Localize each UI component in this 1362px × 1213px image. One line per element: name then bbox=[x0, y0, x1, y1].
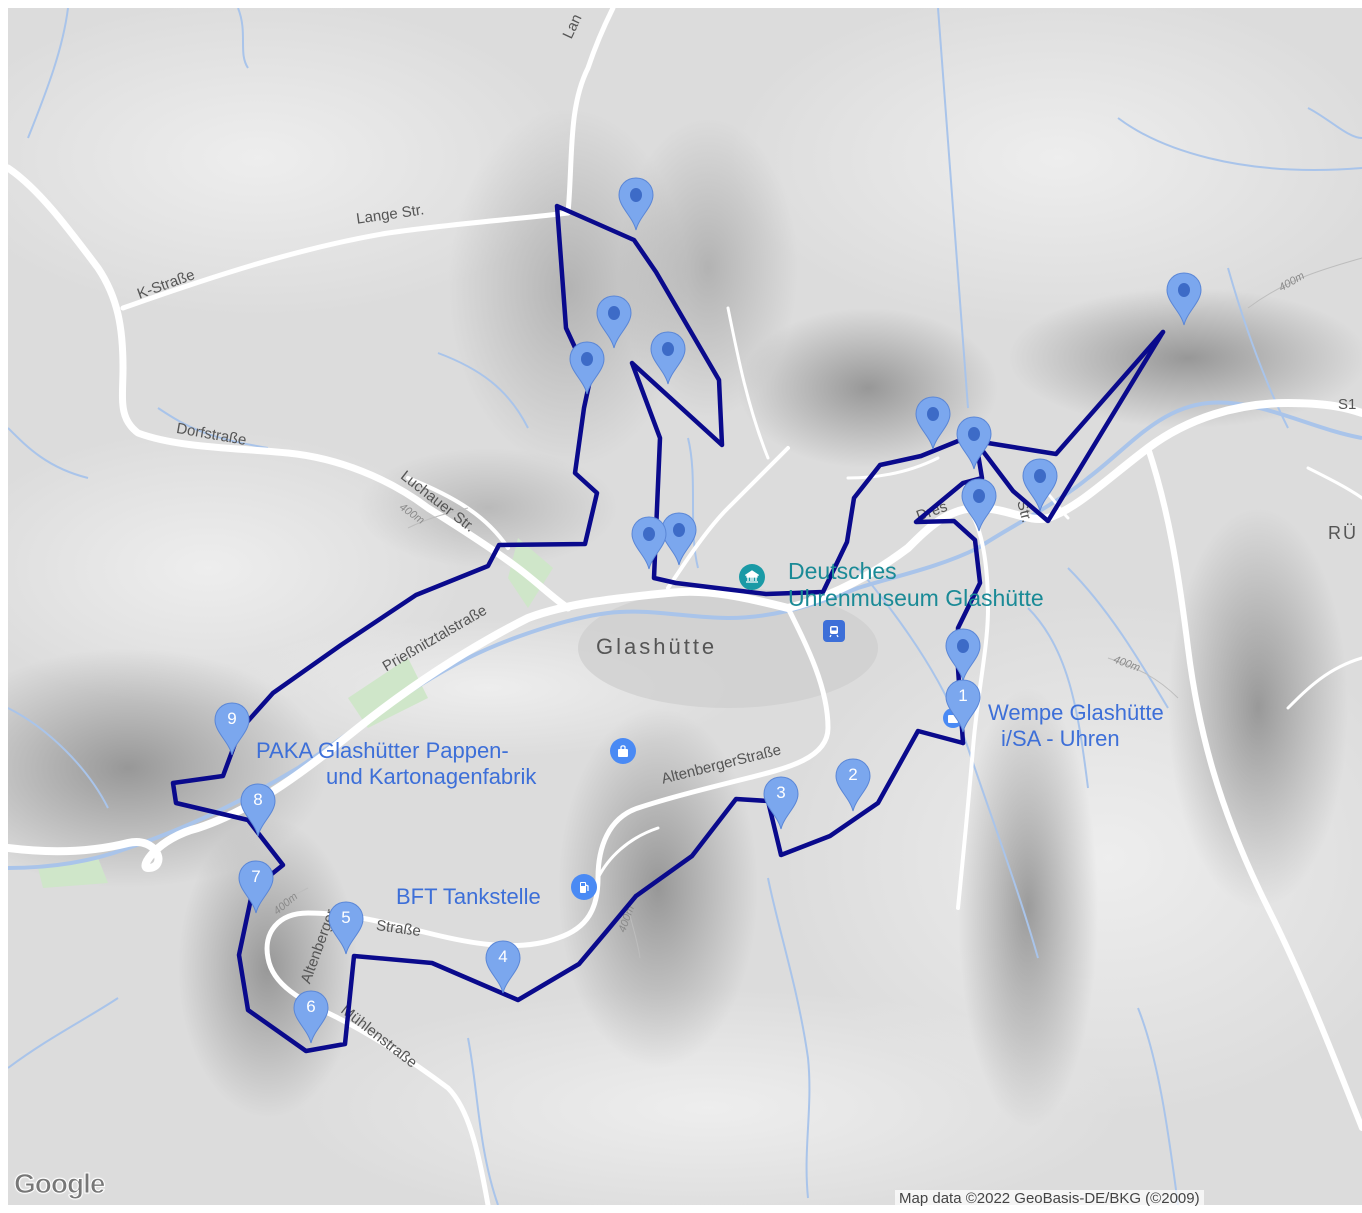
map-pin-icon bbox=[835, 758, 871, 812]
map-attribution[interactable]: Map data ©2022 GeoBasis-DE/BKG (©2009) bbox=[895, 1190, 1204, 1207]
route-marker-8[interactable]: 8 bbox=[240, 783, 276, 837]
map-pin-icon bbox=[618, 177, 654, 231]
map-pin-icon bbox=[569, 341, 605, 395]
map-pin-icon bbox=[485, 940, 521, 994]
fuel-pump-icon[interactable] bbox=[571, 874, 597, 900]
marker-number: 9 bbox=[227, 709, 237, 728]
route-marker-6[interactable]: 6 bbox=[293, 990, 329, 1044]
map-pin-icon bbox=[238, 860, 274, 914]
map-pin-icon bbox=[915, 396, 951, 450]
map-pin-icon bbox=[956, 416, 992, 470]
map-pin-icon bbox=[240, 783, 276, 837]
route-marker-2[interactable]: 2 bbox=[835, 758, 871, 812]
poi-label-wempe-line2[interactable]: i/SA - Uhren bbox=[1001, 726, 1120, 751]
map-pin-icon bbox=[945, 679, 981, 733]
google-logo[interactable]: Google bbox=[13, 1168, 105, 1200]
map-marker[interactable] bbox=[596, 295, 632, 349]
poi-label-wempe-line1[interactable]: Wempe Glashütte bbox=[988, 700, 1164, 725]
route-marker-4[interactable]: 4 bbox=[485, 940, 521, 994]
poi-label-uhrenmuseum-line2[interactable]: Uhrenmuseum Glashütte bbox=[788, 585, 1044, 611]
map-pin-icon bbox=[293, 990, 329, 1044]
marker-number: 4 bbox=[498, 947, 508, 966]
poi-label-uhrenmuseum-line1[interactable]: Deutsches bbox=[788, 558, 897, 584]
poi-label-paka-line2[interactable]: und Kartonagenfabrik bbox=[326, 764, 537, 789]
map-pin-icon bbox=[1022, 458, 1058, 512]
poi-label-bft-tankstelle[interactable]: BFT Tankstelle bbox=[396, 884, 541, 909]
map-marker[interactable] bbox=[1166, 272, 1202, 326]
route-marker-7[interactable]: 7 bbox=[238, 860, 274, 914]
map-canvas[interactable]: Lange Str. K-Straße Dorfstraße Luchauer … bbox=[8, 8, 1362, 1205]
map-marker[interactable] bbox=[1022, 458, 1058, 512]
marker-number: 7 bbox=[251, 867, 261, 886]
map-marker[interactable] bbox=[961, 478, 997, 532]
town-label-glashuette: Glashütte bbox=[596, 634, 718, 659]
route-marker-5[interactable]: 5 bbox=[328, 901, 364, 955]
terrain-layer bbox=[8, 8, 1362, 1205]
route-marker-9[interactable]: 9 bbox=[214, 702, 250, 756]
map-marker[interactable] bbox=[618, 177, 654, 231]
train-station-icon[interactable] bbox=[823, 620, 845, 642]
map-pin-icon bbox=[661, 512, 697, 566]
map-marker[interactable] bbox=[631, 516, 667, 570]
marker-number: 8 bbox=[253, 790, 263, 809]
marker-number: 1 bbox=[958, 686, 968, 705]
place-label-rue: RÜ bbox=[1328, 523, 1358, 543]
map-marker[interactable] bbox=[956, 416, 992, 470]
route-marker-3[interactable]: 3 bbox=[763, 776, 799, 830]
map-pin-icon bbox=[214, 702, 250, 756]
museum-icon[interactable] bbox=[739, 564, 765, 590]
route-marker-1[interactable]: 1 bbox=[945, 679, 981, 733]
map-pin-icon bbox=[596, 295, 632, 349]
marker-number: 6 bbox=[306, 997, 316, 1016]
map-pin-icon bbox=[961, 478, 997, 532]
map-marker[interactable] bbox=[650, 331, 686, 385]
map-marker[interactable] bbox=[915, 396, 951, 450]
marker-number: 2 bbox=[848, 765, 858, 784]
marker-number: 3 bbox=[776, 783, 786, 802]
shopping-bag-icon[interactable] bbox=[610, 738, 636, 764]
map-pin-icon bbox=[945, 628, 981, 682]
map-marker[interactable] bbox=[569, 341, 605, 395]
map-pin-icon bbox=[1166, 272, 1202, 326]
marker-number: 5 bbox=[341, 908, 351, 927]
road-label-s1: S1 bbox=[1338, 396, 1357, 413]
map-marker[interactable] bbox=[945, 628, 981, 682]
map-pin-icon bbox=[650, 331, 686, 385]
map-pin-icon bbox=[631, 516, 667, 570]
map-pin-icon bbox=[763, 776, 799, 830]
poi-label-paka-line1[interactable]: PAKA Glashütter Pappen- bbox=[256, 738, 509, 763]
map-pin-icon bbox=[328, 901, 364, 955]
map-marker[interactable] bbox=[661, 512, 697, 566]
